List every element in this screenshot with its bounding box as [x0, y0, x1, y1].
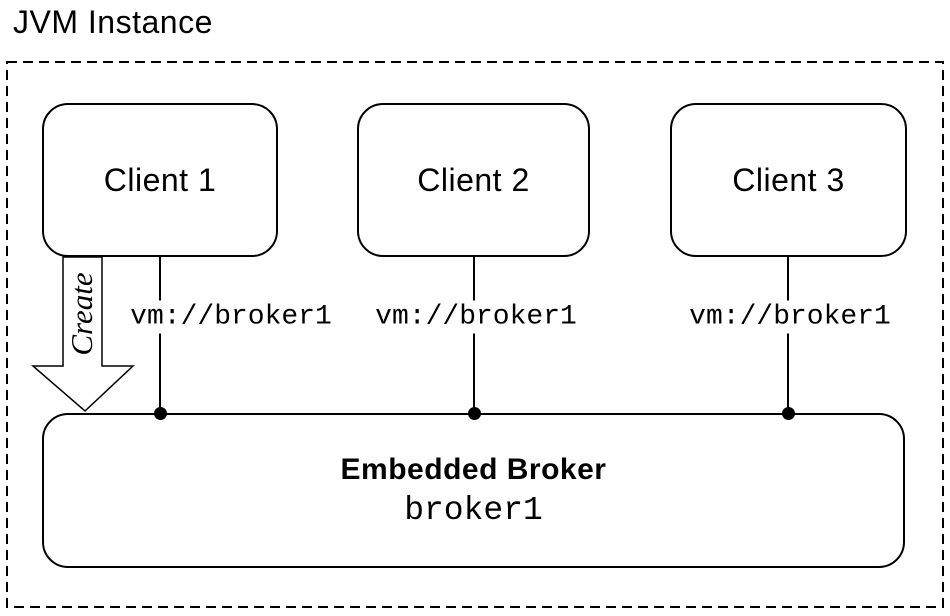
page-title: JVM Instance	[13, 4, 213, 40]
embedded-broker-box: Embedded Broker broker1	[42, 413, 905, 568]
client-1-label: Client 1	[103, 161, 217, 198]
client-1-box: Client 1	[42, 103, 278, 257]
connection-line	[473, 256, 475, 414]
connection-line	[159, 256, 161, 414]
connection-dot	[782, 407, 795, 420]
client-3-box: Client 3	[670, 103, 907, 257]
connection-dot	[468, 407, 481, 420]
broker-name: broker1	[404, 491, 543, 529]
connection-url-label-1: vm://broker1	[127, 300, 335, 334]
client-2-label: Client 2	[417, 161, 530, 198]
create-arrow-label: Create	[64, 272, 99, 356]
connection-line	[787, 256, 789, 414]
connection-dot	[154, 407, 167, 420]
connection-url-label-3: vm://broker1	[686, 300, 894, 334]
client-3-label: Client 3	[732, 161, 845, 198]
jvm-instance-boundary	[6, 61, 944, 608]
create-arrow	[30, 256, 135, 413]
connection-url-label-2: vm://broker1	[372, 300, 580, 334]
client-2-box: Client 2	[357, 103, 590, 257]
broker-title: Embedded Broker	[340, 452, 607, 486]
